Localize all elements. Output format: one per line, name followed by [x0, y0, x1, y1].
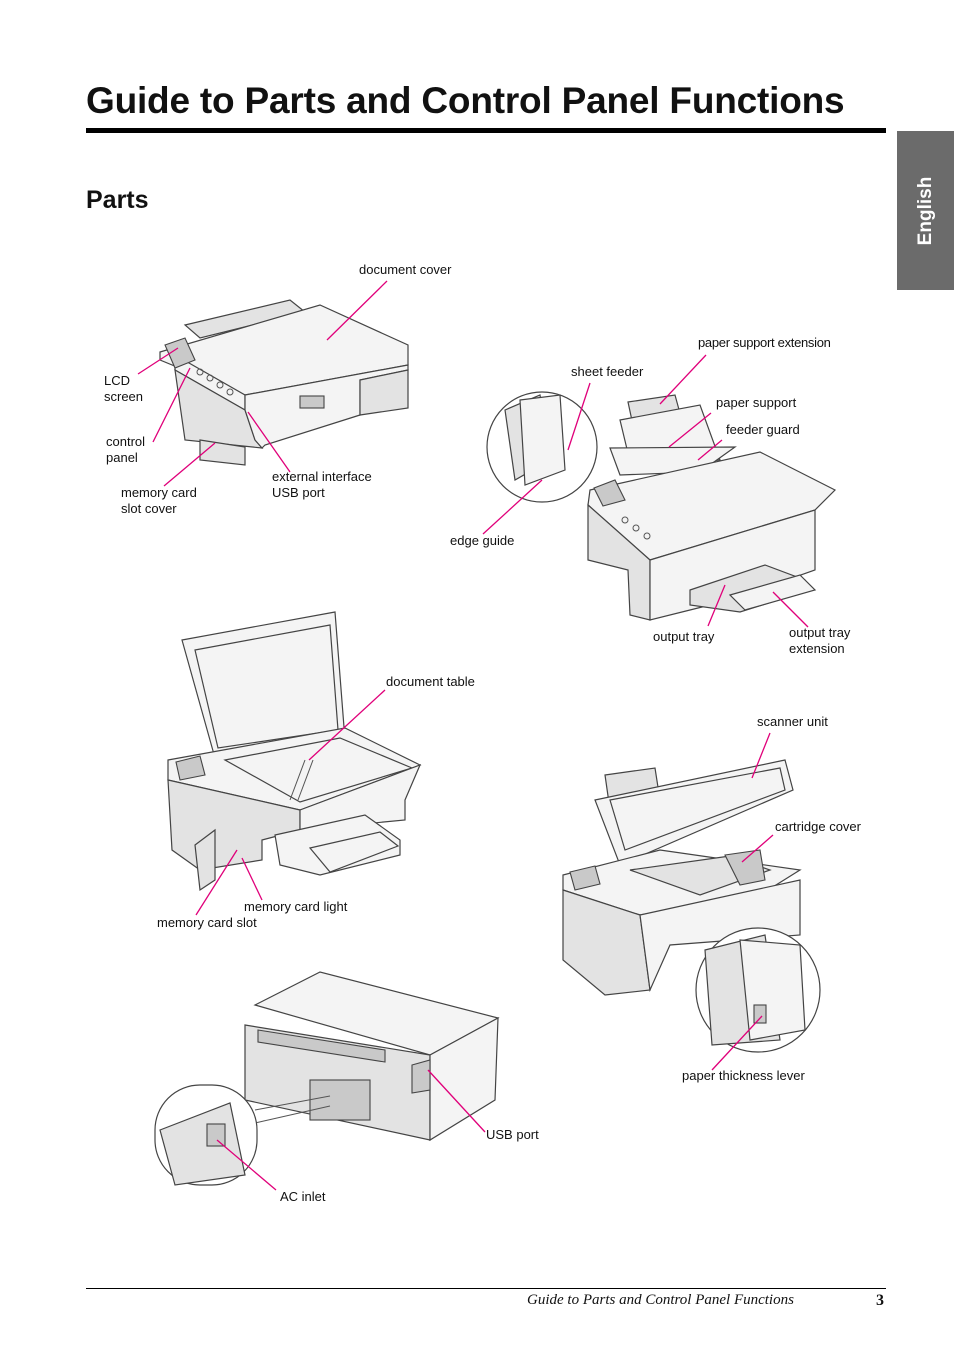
- label-feeder-guard: feeder guard: [726, 422, 800, 437]
- language-tab: English: [897, 131, 954, 290]
- label-document-cover: document cover: [359, 262, 452, 277]
- label-sheet-feeder: sheet feeder: [571, 364, 644, 379]
- illustration-printer-front: [159, 299, 409, 466]
- label-paper-support: paper support: [716, 395, 797, 410]
- page-title: Guide to Parts and Control Panel Functio…: [86, 80, 845, 121]
- title-rule: [86, 128, 886, 133]
- illustration-printer-scanner-open: [562, 759, 821, 1053]
- label-ac-inlet: AC inlet: [280, 1189, 326, 1204]
- label-output-tray-extension: output tray extension: [789, 625, 851, 656]
- label-paper-thickness-lever: paper thickness lever: [682, 1068, 805, 1083]
- label-paper-support-extension: paper support extension: [698, 335, 831, 350]
- illustration-printer-open-cover: [167, 611, 422, 892]
- label-document-table: document table: [386, 674, 475, 689]
- illustration-printer-paper-support: [486, 391, 837, 621]
- label-control-panel: control panel: [106, 434, 146, 465]
- label-memory-card-slot: memory card slot: [157, 915, 257, 930]
- label-lcd-screen: LCD screen: [104, 373, 144, 404]
- label-scanner-unit: scanner unit: [757, 714, 828, 729]
- label-output-tray: output tray: [653, 629, 715, 644]
- label-external-interface-usb-port: external interface USB port: [272, 469, 372, 500]
- label-memory-card-light: memory card light: [244, 899, 348, 914]
- footer-title: Guide to Parts and Control Panel Functio…: [527, 1292, 794, 1308]
- leader-lines: [137, 280, 809, 1191]
- page-number: 3: [876, 1292, 884, 1309]
- label-usb-port: USB port: [486, 1127, 539, 1142]
- section-heading: Parts: [86, 186, 149, 214]
- illustration-printer-rear: [154, 971, 500, 1186]
- label-cartridge-cover: cartridge cover: [775, 819, 861, 834]
- footer-rule: [86, 1288, 886, 1289]
- label-edge-guide: edge guide: [450, 533, 515, 548]
- label-memory-card-slot-cover: memory card slot cover: [121, 485, 197, 516]
